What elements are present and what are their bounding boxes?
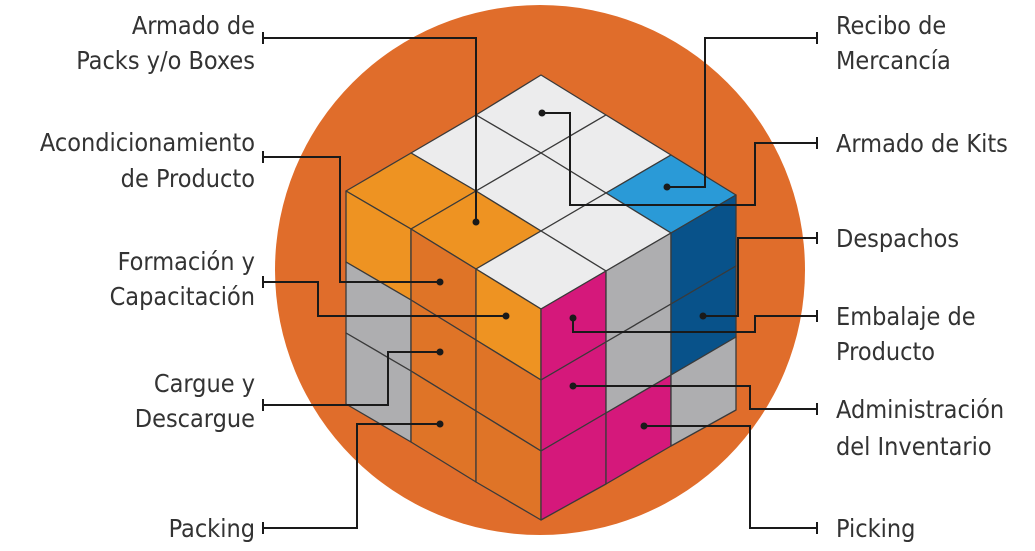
leader-end-ticks [262, 32, 818, 534]
label-armado-kits: Armado de Kits [836, 129, 1008, 158]
label-administracion-line1: Administración [836, 395, 1004, 424]
marker-dot [502, 312, 510, 320]
label-despachos: Despachos [836, 224, 959, 253]
label-packing: Packing [169, 514, 255, 543]
marker-dot [538, 109, 546, 117]
label-cargue-line2: Descargue [135, 404, 255, 433]
label-acondicionamiento-line1: Acondicionamiento [40, 128, 255, 157]
marker-dot [640, 422, 648, 430]
leader-administracion [573, 385, 817, 410]
label-recibo-line1: Recibo de [836, 11, 946, 40]
marker-dot [436, 420, 444, 428]
marker-dot [569, 314, 577, 322]
marker-dot [436, 278, 444, 286]
leader-lines [262, 32, 818, 534]
label-administracion-line2: del Inventario [836, 432, 992, 461]
label-armado-packs-line1: Armado de [132, 11, 255, 40]
label-embalaje-line2: Producto [836, 337, 935, 366]
leader-cargue [263, 351, 440, 406]
leader-formacion [263, 281, 506, 317]
label-armado-packs-line2: Packs y/o Boxes [76, 46, 255, 75]
label-acondicionamiento-line2: de Producto [121, 164, 255, 193]
leader-despachos [703, 237, 817, 317]
marker-dot [663, 183, 671, 191]
label-formacion-line1: Formación y [118, 247, 255, 276]
leader-recibo [667, 37, 817, 188]
right-sticker [670, 336, 737, 447]
label-recibo-line2: Mercancía [836, 46, 951, 75]
right-labels: Recibo de Mercancía Armado de Kits Despa… [836, 11, 1008, 543]
marker-dot [699, 312, 707, 320]
leader-packing [263, 423, 440, 529]
marker-dot [569, 382, 577, 390]
label-formacion-line2: Capacitación [110, 282, 255, 311]
leader-armado-packs [263, 37, 477, 222]
marker-dot [436, 348, 444, 356]
label-picking: Picking [836, 514, 915, 543]
leader-acondicionamiento [263, 156, 440, 283]
label-embalaje-line1: Embalaje de [836, 302, 976, 331]
left-labels: Armado de Packs y/o Boxes Acondicionamie… [40, 11, 255, 543]
leader-armado-kits [542, 112, 817, 206]
marker-dot [472, 218, 480, 226]
label-cargue-line1: Cargue y [154, 369, 255, 398]
leader-picking [644, 425, 817, 529]
cube-left-face [345, 190, 542, 521]
rubiks-cube [345, 74, 737, 521]
leader-embalaje [572, 315, 817, 333]
